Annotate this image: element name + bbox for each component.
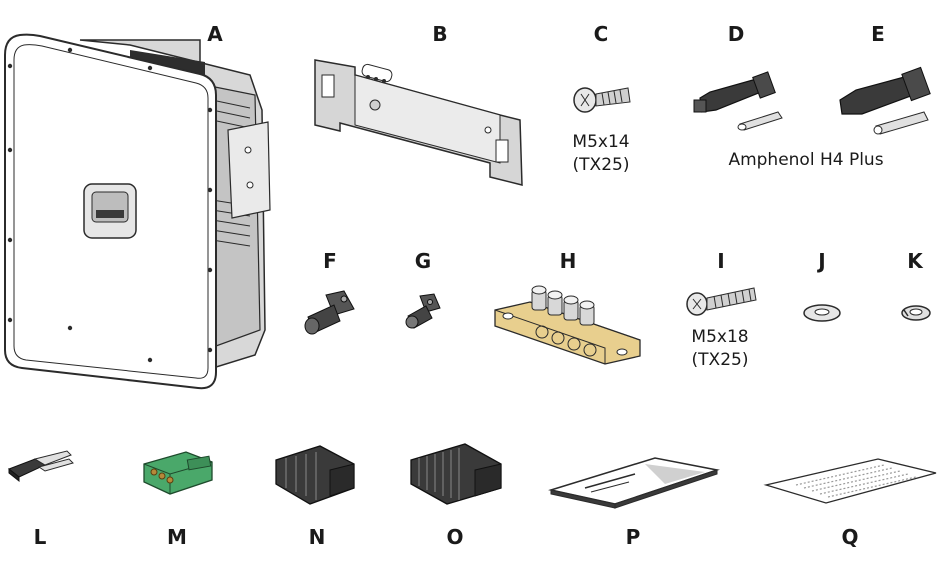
information-sheet-illustration (763, 458, 937, 504)
terminal-block-illustration (494, 285, 641, 365)
label-m: M (167, 525, 187, 549)
caption-c-drive: (TX25) (572, 155, 630, 175)
label-i: I (717, 249, 725, 273)
label-p: P (625, 525, 641, 549)
label-b: B (432, 22, 448, 46)
cable-gland-g-illustration (405, 293, 441, 329)
caption-i-drive: (TX25) (691, 350, 749, 370)
label-h: H (559, 249, 577, 273)
caption-i-size: M5x18 (691, 327, 749, 347)
wall-bracket-illustration (314, 59, 523, 186)
label-e: E (871, 22, 885, 46)
label-f: F (323, 249, 337, 273)
label-q: Q (841, 525, 859, 549)
label-k: K (907, 249, 923, 273)
label-o: O (446, 525, 464, 549)
label-d: D (727, 22, 745, 46)
spring-washer-illustration (901, 305, 931, 321)
label-a: A (207, 22, 223, 46)
green-terminal-plug-illustration (143, 451, 213, 495)
terminal-plug-6pole-illustration (410, 443, 502, 505)
label-l: L (33, 525, 47, 549)
manual-booklet-illustration (548, 457, 720, 509)
washer-illustration (803, 304, 841, 322)
label-n: N (308, 525, 326, 549)
caption-de-connector: Amphenol H4 Plus (728, 150, 884, 170)
terminal-plug-4pole-illustration (275, 445, 355, 505)
label-j: J (818, 249, 826, 273)
jumper-illustration (8, 450, 74, 483)
screw-m5x18-illustration (686, 287, 757, 316)
connector-d-illustration (693, 71, 783, 131)
label-c: C (593, 22, 609, 46)
cable-gland-f-illustration (304, 290, 355, 335)
inverter-illustration (4, 33, 271, 390)
caption-c-size: M5x14 (572, 132, 630, 152)
connector-e-illustration (839, 66, 931, 135)
label-g: G (414, 249, 432, 273)
screw-m5x14-illustration (573, 87, 631, 113)
